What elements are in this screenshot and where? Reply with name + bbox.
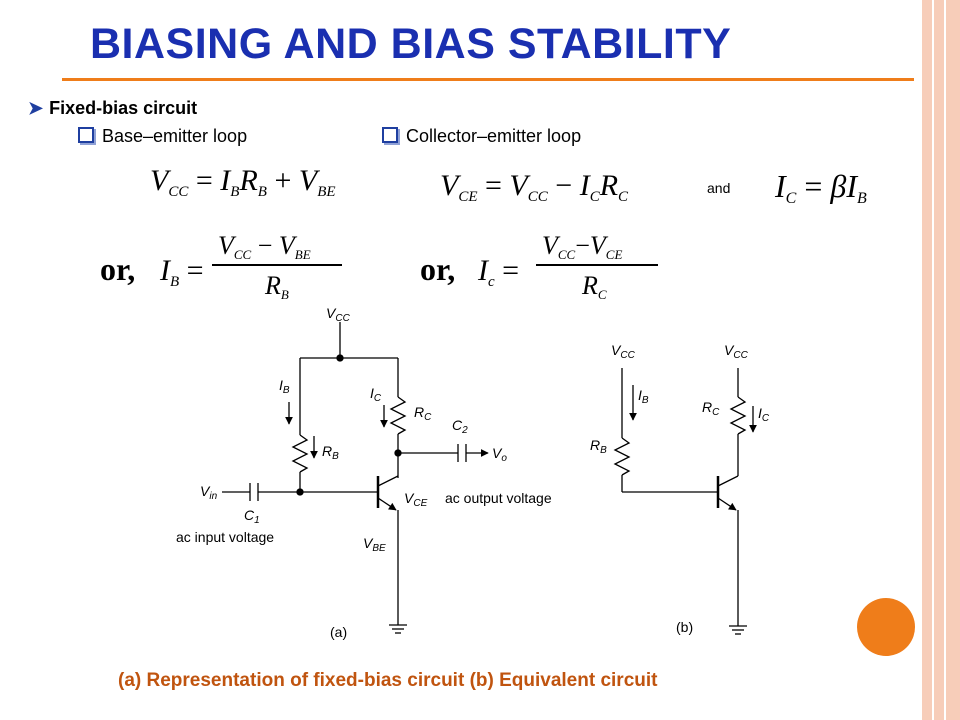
page-title: BIASING AND BIAS STABILITY	[90, 20, 732, 68]
checkbox-bullet-icon	[382, 127, 398, 143]
rc-resistor	[729, 396, 747, 435]
equation-collector-emitter-loop: VCE = VCC − ICRC	[440, 169, 629, 205]
base-emitter-heading: Base–emitter loop	[78, 126, 247, 147]
circuit-b	[613, 368, 757, 635]
tag-a: (a)	[330, 624, 347, 640]
ic-numerator: VCC−VCE	[542, 231, 622, 262]
and-word: and	[707, 180, 730, 196]
equation-ic-solved: or, Ic = VCC−VCE RC	[420, 231, 658, 302]
tag-b: (b)	[676, 619, 693, 635]
arrow-bullet-icon: ➤	[28, 98, 44, 118]
transistor-collector	[717, 475, 739, 487]
equation-ic-beta-ib: IC = βIB	[774, 168, 867, 207]
circuit-b-labels: VCC VCC IB RB RC IC (b)	[590, 342, 770, 635]
circuit-a-labels: VCC IB RB IC RC C2 Vo Vin C1 VCE VBE ac …	[176, 305, 552, 640]
ac-input-label: ac input voltage	[176, 529, 274, 545]
rb-resistor	[291, 434, 309, 473]
equation-ib-solved: or, IB = VCC − VBE RB	[100, 231, 342, 302]
title-underline	[62, 78, 914, 81]
rb-label: RB	[590, 437, 607, 456]
rc-resistor	[389, 396, 407, 435]
right-decorative-band	[922, 0, 960, 720]
c2-label: C2	[452, 417, 468, 436]
ic-lhs: Ic =	[477, 254, 519, 290]
rc-label: RC	[414, 404, 432, 423]
ib-label: IB	[638, 387, 649, 406]
section-label: Fixed-bias circuit	[49, 98, 198, 118]
ib-numerator: VCC − VBE	[218, 231, 311, 262]
ic-denominator: RC	[581, 271, 607, 302]
vcc-left-label: VCC	[611, 342, 636, 361]
ib-lhs: IB =	[159, 254, 204, 290]
ac-output-label: ac output voltage	[445, 490, 552, 506]
base-emitter-label: Base–emitter loop	[102, 126, 248, 146]
vin-label: Vin	[200, 483, 218, 502]
rb-label: RB	[322, 443, 339, 462]
band-line	[932, 0, 934, 720]
vcc-label: VCC	[326, 305, 351, 324]
or-word: or,	[100, 251, 135, 287]
ic-label: IC	[370, 385, 382, 404]
ib-denominator: RB	[264, 271, 289, 302]
section-heading: ➤Fixed-bias circuit	[28, 98, 197, 119]
or-word: or,	[420, 251, 455, 287]
ib-label: IB	[279, 377, 290, 396]
band-line	[944, 0, 946, 720]
vce-label: VCE	[404, 490, 428, 509]
collector-emitter-label: Collector–emitter loop	[406, 126, 582, 146]
decorative-circle	[857, 598, 915, 656]
figure-caption: (a) Representation of fixed-bias circuit…	[118, 670, 658, 691]
rc-label: RC	[702, 399, 720, 418]
vo-label: Vo	[492, 445, 507, 464]
c1-label: C1	[244, 507, 260, 526]
transistor-emitter	[377, 497, 397, 511]
vcc-right-label: VCC	[724, 342, 749, 361]
ic-label: IC	[758, 405, 770, 424]
collector-emitter-heading: Collector–emitter loop	[382, 126, 581, 147]
transistor-collector	[377, 475, 399, 487]
checkbox-bullet-icon	[78, 127, 94, 143]
circuit-a	[222, 322, 489, 634]
equation-base-emitter-loop: VCC = IBRB + VBE	[150, 164, 336, 200]
vbe-label: VBE	[363, 535, 386, 554]
rb-resistor	[613, 437, 631, 476]
transistor-emitter	[717, 497, 737, 511]
